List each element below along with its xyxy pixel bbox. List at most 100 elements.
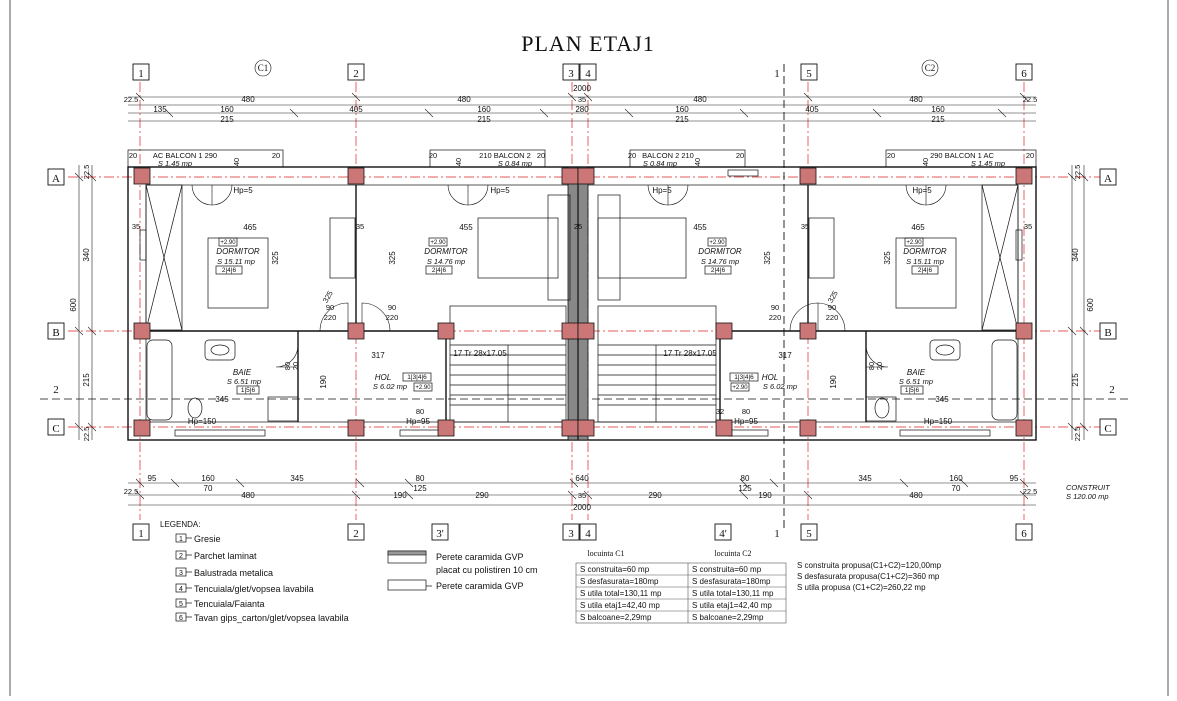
dim-room: 20 bbox=[129, 151, 137, 160]
dim-room: 345 bbox=[215, 395, 229, 404]
dim-bottom: 80 bbox=[416, 474, 425, 483]
room-area-hol-left: S 6.02 mp bbox=[373, 382, 407, 391]
side-dimensions: 600 340 215 22.5 22.5 600 340 215 22.5 2… bbox=[69, 165, 1095, 442]
dim-bottom: 70 bbox=[952, 484, 961, 493]
axis-label-bottom: 5 bbox=[806, 528, 812, 540]
room-name-dormitor-2: DORMITOR bbox=[424, 247, 468, 256]
legend-item-text: Tencuiala/Faianta bbox=[194, 599, 265, 609]
dim-top: 22.5 bbox=[124, 95, 139, 104]
dim-bottom: 290 bbox=[475, 491, 489, 500]
legend-item-text: Tencuiala/glet/vopsea lavabila bbox=[194, 584, 314, 594]
dim-bottom-total: 2000 bbox=[573, 503, 591, 512]
axis-bubble-C-right bbox=[1099, 418, 1117, 436]
axis-bubble-C-left bbox=[47, 418, 65, 436]
section-label-2: 2 bbox=[1109, 384, 1115, 396]
unit-c2-label: C2 bbox=[925, 63, 936, 73]
legend-item: 2 Parchet laminat bbox=[175, 550, 257, 561]
dim-room: 465 bbox=[243, 223, 257, 232]
dim-bottom: 80 bbox=[741, 474, 750, 483]
unit-c1-label: C1 bbox=[258, 63, 269, 73]
dim-room: 465 bbox=[911, 223, 925, 232]
dim-top: 215 bbox=[931, 115, 945, 124]
dim-room: 80 bbox=[742, 407, 750, 416]
finish-code: 1|5|6 bbox=[241, 387, 256, 394]
balcony-1-right-area: S 1.45 mp bbox=[971, 159, 1005, 168]
room-labels: +2.90 DORMITOR S 15.11 mp 2|4|6 +2.90 DO… bbox=[215, 237, 947, 395]
section-mark-top: 1 bbox=[774, 68, 780, 80]
legend-item-number: 5 bbox=[179, 601, 183, 608]
legend-item: 3 Balustrada metalica bbox=[175, 567, 273, 578]
axis-label-A: A bbox=[52, 173, 60, 185]
hp5-label: Hp=5 bbox=[490, 186, 510, 195]
dim-room: 80 bbox=[416, 407, 424, 416]
dim-room: 345 bbox=[935, 395, 949, 404]
axis-bubble-bottom bbox=[431, 523, 449, 541]
dim-room: 220 bbox=[324, 313, 337, 322]
dim-room: 90 bbox=[771, 303, 779, 312]
axis-bubble-top bbox=[1015, 63, 1033, 81]
room-name-dormitor-1: DORMITOR bbox=[216, 247, 260, 256]
legend-item-text: Tavan gips_carton/glet/vopsea lavabila bbox=[194, 613, 349, 623]
table-c1-cell: S construita=60 mp bbox=[580, 565, 650, 574]
legend-item-text: Gresie bbox=[194, 534, 221, 544]
axis-label-top: 5 bbox=[806, 68, 812, 80]
hp5-label: Hp=5 bbox=[233, 186, 253, 195]
axis-bubble-B-right bbox=[1099, 322, 1117, 340]
room-name-dormitor-4: DORMITOR bbox=[903, 247, 947, 256]
plan-title: PLAN ETAJ1 bbox=[521, 31, 655, 56]
axis-bubble-bottom bbox=[579, 523, 597, 541]
dim-right-340: 340 bbox=[1071, 248, 1080, 262]
total-line: S desfasurata propusa(C1+C2)=360 mp bbox=[797, 572, 940, 581]
axis-label-bottom: 3' bbox=[436, 528, 444, 540]
dim-top: 160 bbox=[931, 105, 945, 114]
axis-label-top: 4 bbox=[585, 68, 591, 80]
dim-top: 280 bbox=[575, 105, 589, 114]
finish-code: 1|3|4|6 bbox=[407, 374, 427, 381]
dim-right-22: 22.5 bbox=[1073, 165, 1082, 180]
axis-bubble-top bbox=[800, 63, 818, 81]
hp5-label: Hp=5 bbox=[912, 186, 932, 195]
dim-left-600: 600 bbox=[69, 298, 78, 312]
dim-bottom: 70 bbox=[204, 484, 213, 493]
construit-label: CONSTRUIT bbox=[1066, 483, 1111, 492]
axis-bubble-A-left bbox=[47, 168, 65, 186]
table-c1-cell: S utila total=130,11 mp bbox=[580, 589, 662, 598]
dim-room: 90 bbox=[326, 303, 334, 312]
hp95-label: Hp=95 bbox=[734, 417, 758, 426]
dim-room: 20 bbox=[429, 151, 437, 160]
dim-room: 35 bbox=[801, 222, 809, 231]
unit-c1-circle bbox=[254, 59, 272, 77]
columns bbox=[133, 167, 1033, 437]
axis-label-B: B bbox=[52, 327, 59, 339]
level-tag: +2.90 bbox=[415, 385, 431, 391]
dim-room: 317 bbox=[371, 351, 385, 360]
balcony-2-left bbox=[429, 149, 546, 168]
dim-room: 20 bbox=[736, 151, 744, 160]
dim-bottom: 190 bbox=[393, 491, 407, 500]
dim-right-215: 215 bbox=[1071, 373, 1080, 387]
axis-label-top: 3 bbox=[568, 68, 574, 80]
dim-right-600: 600 bbox=[1086, 298, 1095, 312]
top-dimensions: 2000 22.5 480 480 35 480 480 22.5 135 16… bbox=[124, 84, 1038, 124]
dim-bottom: 95 bbox=[1010, 474, 1019, 483]
axis-label-C: C bbox=[52, 423, 59, 435]
balcony-1-left-label: AC BALCON 1 290 bbox=[153, 151, 217, 160]
hp150-label: Hp=150 bbox=[924, 417, 953, 426]
balcony-1-right-label: 290 BALCON 1 AC bbox=[930, 151, 994, 160]
stair-right-label: 17 Tr 28x17.05 bbox=[663, 349, 717, 358]
stair-left-label: 17 Tr 28x17.05 bbox=[453, 349, 507, 358]
dim-room: 220 bbox=[826, 313, 839, 322]
axis-bubble-B-left bbox=[47, 322, 65, 340]
wall-type-2-swatch bbox=[387, 579, 427, 591]
table-c2-cell: S balcoane=2,29mp bbox=[692, 613, 764, 622]
dim-top: 160 bbox=[675, 105, 689, 114]
dim-bottom: 125 bbox=[738, 484, 752, 493]
table-c2-cell: S utila total=130,11 mp bbox=[692, 589, 774, 598]
room-area-baie-left: S 6.51 mp bbox=[227, 377, 261, 386]
axis-bubbles-bottom: 1 2 3' 3 4 4' 1 5 6 bbox=[132, 523, 1033, 541]
balcony-2-left-label: 210 BALCON 2 bbox=[479, 151, 531, 160]
axis-label-top: 2 bbox=[353, 68, 359, 80]
dim-bottom: 22.5 bbox=[1023, 487, 1038, 496]
dim-bottom: 190 bbox=[758, 491, 772, 500]
balcony-2-right-area: S 0.84 mp bbox=[643, 159, 677, 168]
